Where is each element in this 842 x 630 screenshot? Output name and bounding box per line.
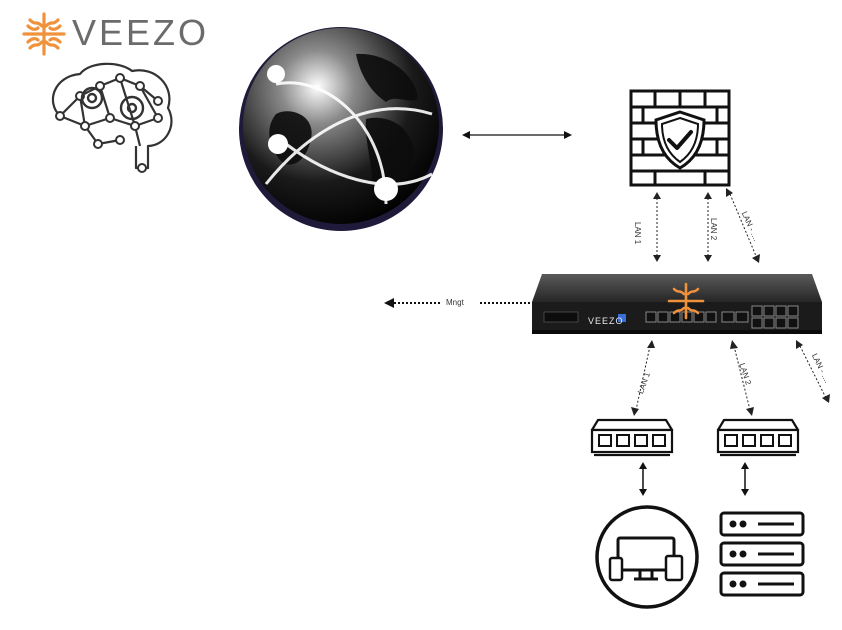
network-switch-icon (716, 418, 800, 457)
appliance-brand-label: VEEZO (588, 316, 624, 326)
network-appliance-icon (532, 274, 822, 334)
mngt-arrow (384, 298, 530, 308)
devices-icon (595, 505, 699, 609)
sw-lan1-arrow (631, 340, 655, 416)
logo-text: VEEZO (72, 12, 210, 53)
sw-lan3-arrow (796, 340, 830, 403)
network-switch-icon (590, 418, 674, 457)
fw-lan2-arrow (704, 192, 712, 262)
fw-lan2-label: LAN 2 (709, 218, 718, 241)
switch1-link-arrow (639, 462, 647, 496)
internet-link-arrow (462, 131, 572, 139)
sw-lan2-arrow (730, 340, 754, 416)
fw-lan3-arrow (726, 188, 760, 263)
switch2-link-arrow (741, 462, 749, 496)
ai-brain-icon (51, 62, 173, 173)
fw-lan1-arrow (653, 192, 661, 262)
fw-lan1-label: LAN 1 (633, 222, 642, 245)
globe-icon (239, 27, 443, 231)
firewall-shield-icon (629, 89, 731, 187)
server-rack-icon (719, 511, 805, 597)
mngt-label: Mngt (446, 298, 464, 307)
veezo-logo-icon (22, 12, 66, 56)
